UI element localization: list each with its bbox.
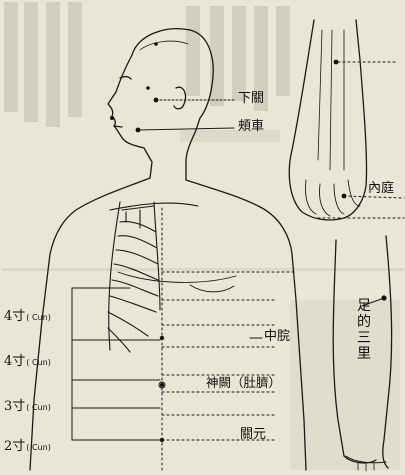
label-jiache: 頰車	[238, 120, 264, 133]
chest-line	[118, 272, 236, 282]
label-xiaguan: 下關	[238, 92, 264, 105]
cun-brackets	[72, 288, 160, 440]
cun-unit-en: ( Cun)	[26, 443, 51, 452]
cun-unit-zh: 寸	[12, 354, 25, 369]
right-pec	[190, 285, 234, 292]
ear	[174, 87, 186, 109]
label-guanyuan: 關元	[240, 428, 266, 441]
cun-unit-en: ( Cun)	[26, 313, 51, 322]
cun-measure-1: 4寸( Cun)	[4, 310, 51, 323]
hair-line	[140, 41, 188, 50]
cun-unit-zh: 寸	[12, 399, 25, 414]
cun-measure-4: 2寸( Cun)	[4, 440, 51, 453]
label-zhongwan: 中脘	[264, 330, 290, 343]
cun-unit-en: ( Cun)	[26, 358, 51, 367]
measure-lines	[162, 272, 296, 440]
cun-measure-3: 3寸( Cun)	[4, 400, 51, 413]
label-shenque: 神闕（肚臍）	[206, 377, 281, 390]
eye	[120, 77, 131, 79]
face-profile	[108, 55, 152, 178]
label-neiting: 內庭	[368, 182, 394, 195]
cun-unit-zh: 寸	[12, 439, 25, 454]
leader-jiache	[138, 128, 234, 130]
cun-unit-en: ( Cun)	[26, 403, 51, 412]
cun-measure-2: 4寸( Cun)	[4, 355, 51, 368]
label-zusanli: 足的三里	[356, 298, 372, 362]
cun-unit-zh: 寸	[12, 309, 25, 324]
head-outline	[132, 29, 213, 180]
